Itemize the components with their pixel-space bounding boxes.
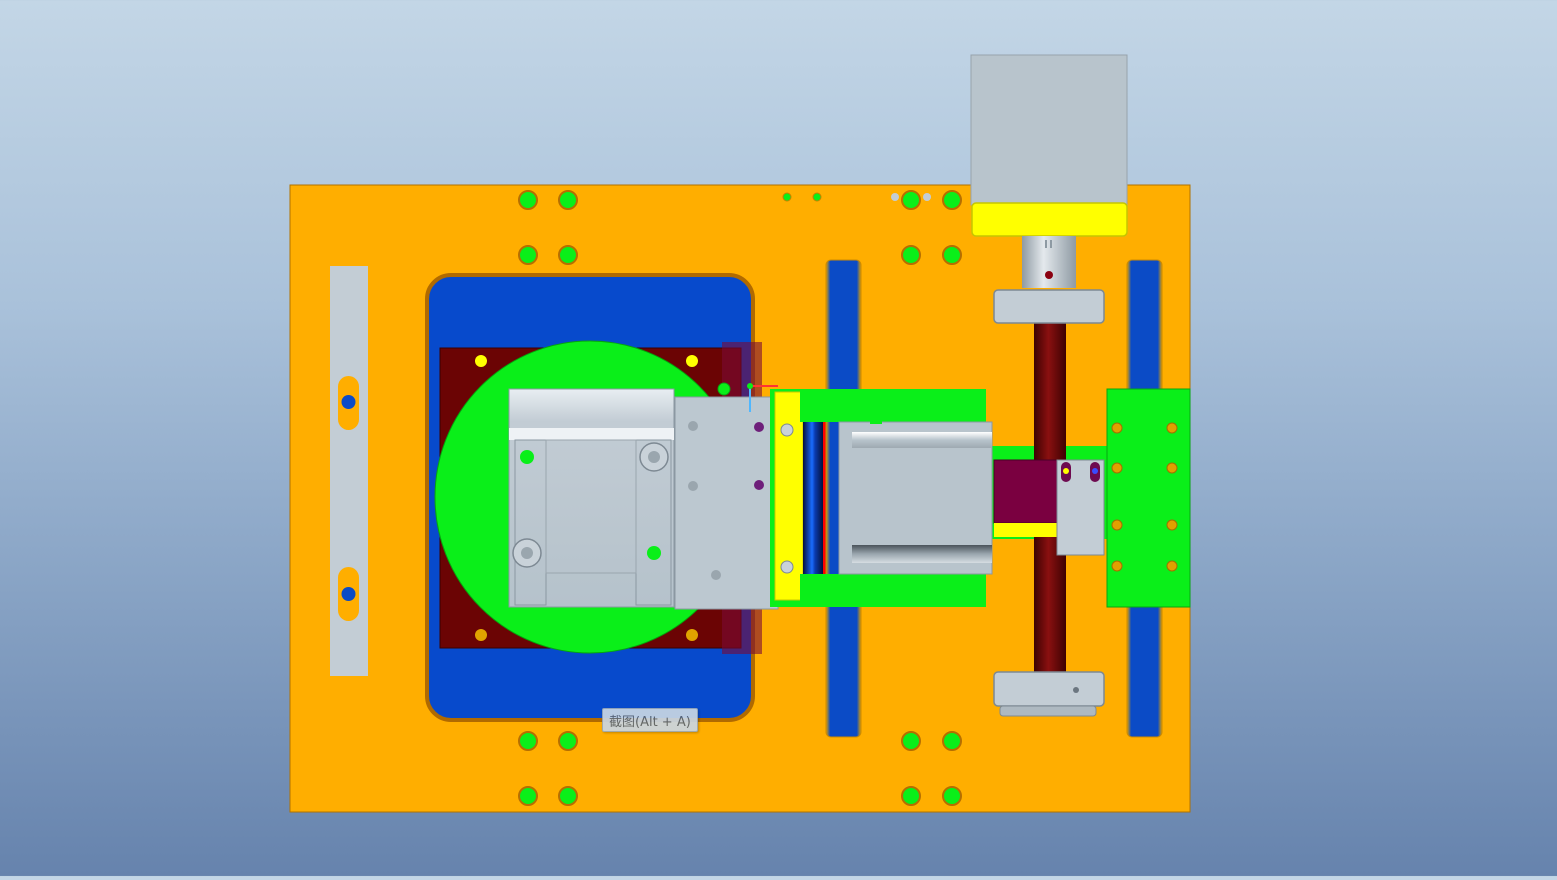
left-slot-bar: [330, 266, 368, 676]
bolt-hole-icon: [518, 190, 962, 806]
screw-support-top: [993, 289, 1105, 324]
gripper-jaw-block: [674, 396, 779, 610]
gripper-body: [508, 388, 675, 608]
screenshot-tooltip: 截图(Alt + A): [602, 708, 698, 732]
screw-support-bottom: [993, 671, 1105, 717]
axis-triad-icon: [747, 383, 778, 412]
screw-nut-block: [993, 459, 1105, 556]
right-slider-block: [1106, 388, 1191, 608]
z-axis-motor: [970, 54, 1128, 288]
